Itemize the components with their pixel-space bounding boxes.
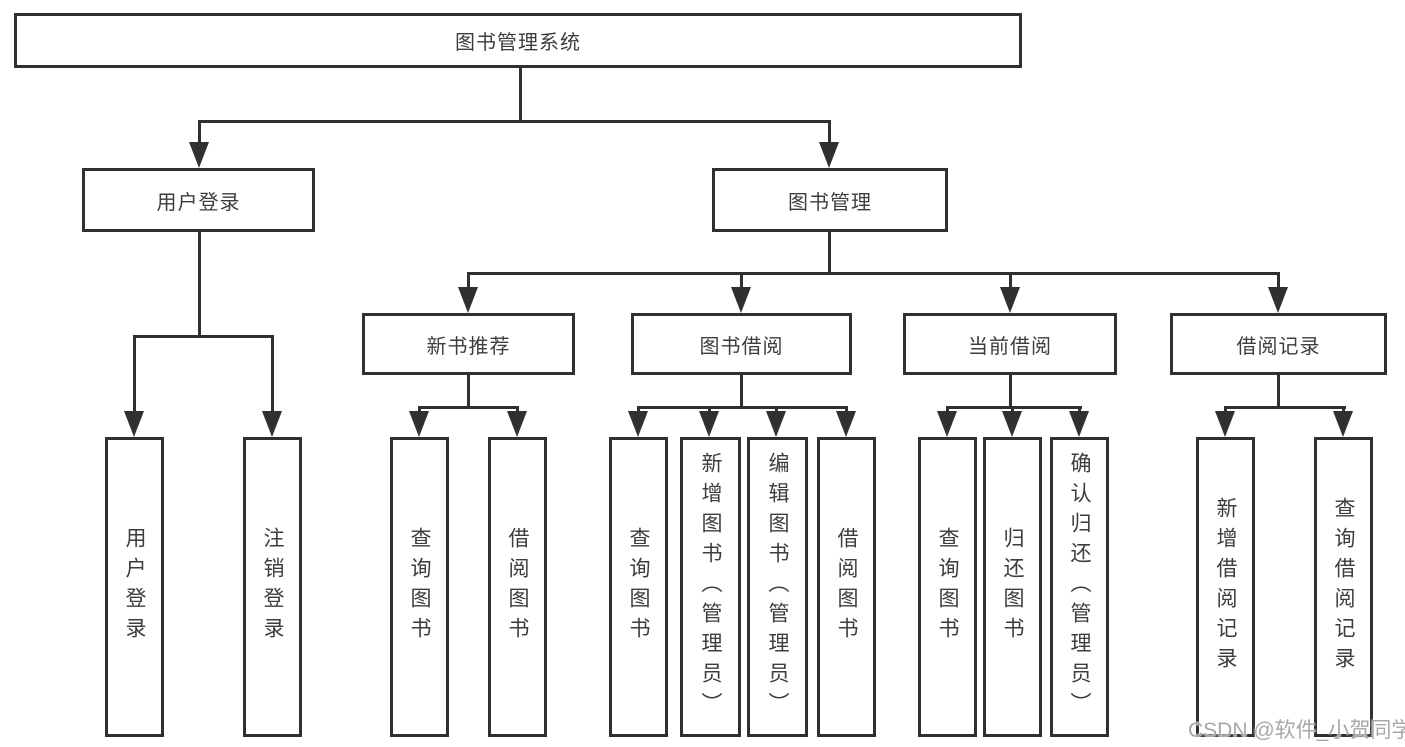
connector-line (133, 335, 136, 415)
arrowhead-down-icon (628, 411, 648, 437)
node-book-management: 图书管理 (712, 168, 948, 232)
connector-line (198, 120, 201, 146)
leaf-label: 查询图书 (408, 527, 431, 647)
leaf-add-borrow-record: 新增借阅记录 (1196, 437, 1255, 737)
connector-line (775, 406, 778, 415)
leaf-label: 查询图书 (627, 527, 650, 647)
leaf-borrow-books-recommend: 借阅图书 (488, 437, 547, 737)
leaf-user-login: 用户登录 (105, 437, 164, 737)
connector-line (198, 232, 201, 335)
node-label: 图书管理 (788, 191, 872, 214)
leaf-label: 归还图书 (1001, 527, 1024, 647)
node-label: 图书管理系统 (455, 32, 581, 54)
leaf-query-books-recommend: 查询图书 (390, 437, 449, 737)
arrowhead-down-icon (1215, 411, 1235, 437)
arrowhead-down-icon (458, 287, 478, 313)
arrowhead-down-icon (1268, 287, 1288, 313)
leaf-label: 借阅图书 (506, 527, 529, 647)
connector-line (198, 120, 831, 123)
leaf-label: 确认归还（管理员） (1068, 452, 1091, 722)
leaf-add-book-admin: 新增图书（管理员） (680, 437, 741, 737)
leaf-label: 查询图书 (936, 527, 959, 647)
leaf-query-books-borrowing: 查询图书 (609, 437, 668, 737)
node-label: 借阅记录 (1236, 335, 1321, 358)
leaf-edit-book-admin: 编辑图书（管理员） (747, 437, 808, 737)
arrowhead-down-icon (766, 411, 786, 437)
connector-line (1224, 406, 1346, 409)
connector-line (1277, 272, 1280, 291)
node-label: 用户登录 (156, 191, 241, 214)
connector-line (467, 375, 470, 406)
arrowhead-down-icon (189, 142, 209, 168)
arrowhead-down-icon (1000, 287, 1020, 313)
node-root: 图书管理系统 (14, 13, 1022, 68)
connector-line (1009, 272, 1012, 291)
node-label: 新书推荐 (426, 335, 511, 358)
arrowhead-down-icon (124, 411, 144, 437)
leaf-logout: 注销登录 (243, 437, 302, 737)
connector-line (418, 406, 519, 409)
node-label: 图书借阅 (699, 335, 784, 358)
arrowhead-down-icon (262, 411, 282, 437)
connector-line (418, 406, 421, 415)
leaf-label: 新增图书（管理员） (699, 452, 722, 722)
connector-line (1342, 406, 1345, 415)
connector-line (516, 406, 519, 415)
connector-line (828, 120, 831, 146)
connector-line (946, 406, 1082, 409)
arrowhead-down-icon (937, 411, 957, 437)
leaf-query-borrow-record: 查询借阅记录 (1314, 437, 1373, 737)
leaf-label: 编辑图书（管理员） (766, 452, 789, 722)
connector-line (1078, 406, 1081, 415)
connector-line (740, 375, 743, 406)
watermark: CSDN @软件_小贺同学 (1188, 719, 1405, 742)
node-user-login: 用户登录 (82, 168, 315, 232)
connector-line (708, 406, 711, 415)
connector-line (828, 232, 831, 272)
arrowhead-down-icon (731, 287, 751, 313)
node-label: 当前借阅 (968, 335, 1052, 358)
leaf-label: 注销登录 (261, 527, 284, 647)
arrowhead-down-icon (507, 411, 527, 437)
connector-line (1011, 406, 1014, 415)
arrowhead-down-icon (1069, 411, 1089, 437)
arrowhead-down-icon (699, 411, 719, 437)
leaf-label: 借阅图书 (835, 527, 858, 647)
node-borrowing-records: 借阅记录 (1170, 313, 1387, 375)
arrowhead-down-icon (409, 411, 429, 437)
connector-line (946, 406, 949, 415)
arrowhead-down-icon (836, 411, 856, 437)
connector-line (637, 406, 848, 409)
connector-line (519, 68, 522, 120)
arrowhead-down-icon (1002, 411, 1022, 437)
connector-line (845, 406, 848, 415)
leaf-label: 查询借阅记录 (1332, 497, 1355, 677)
leaf-borrow-books-borrowing: 借阅图书 (817, 437, 876, 737)
leaf-query-books-current: 查询图书 (918, 437, 977, 737)
node-book-borrowing: 图书借阅 (631, 313, 852, 375)
connector-line (1224, 406, 1227, 415)
connector-line (1277, 375, 1280, 406)
connector-line (1009, 375, 1012, 406)
leaf-confirm-return-admin: 确认归还（管理员） (1050, 437, 1109, 737)
connector-line (467, 272, 1280, 275)
connector-line (467, 272, 470, 291)
leaf-label: 新增借阅记录 (1214, 497, 1237, 677)
connector-line (740, 272, 743, 291)
leaf-label: 用户登录 (123, 527, 146, 647)
node-current-borrowing: 当前借阅 (903, 313, 1117, 375)
node-new-book-recommend: 新书推荐 (362, 313, 575, 375)
connector-line (637, 406, 640, 415)
connector-line (271, 335, 274, 415)
connector-line (133, 335, 274, 338)
arrowhead-down-icon (1333, 411, 1353, 437)
arrowhead-down-icon (819, 142, 839, 168)
leaf-return-books: 归还图书 (983, 437, 1042, 737)
